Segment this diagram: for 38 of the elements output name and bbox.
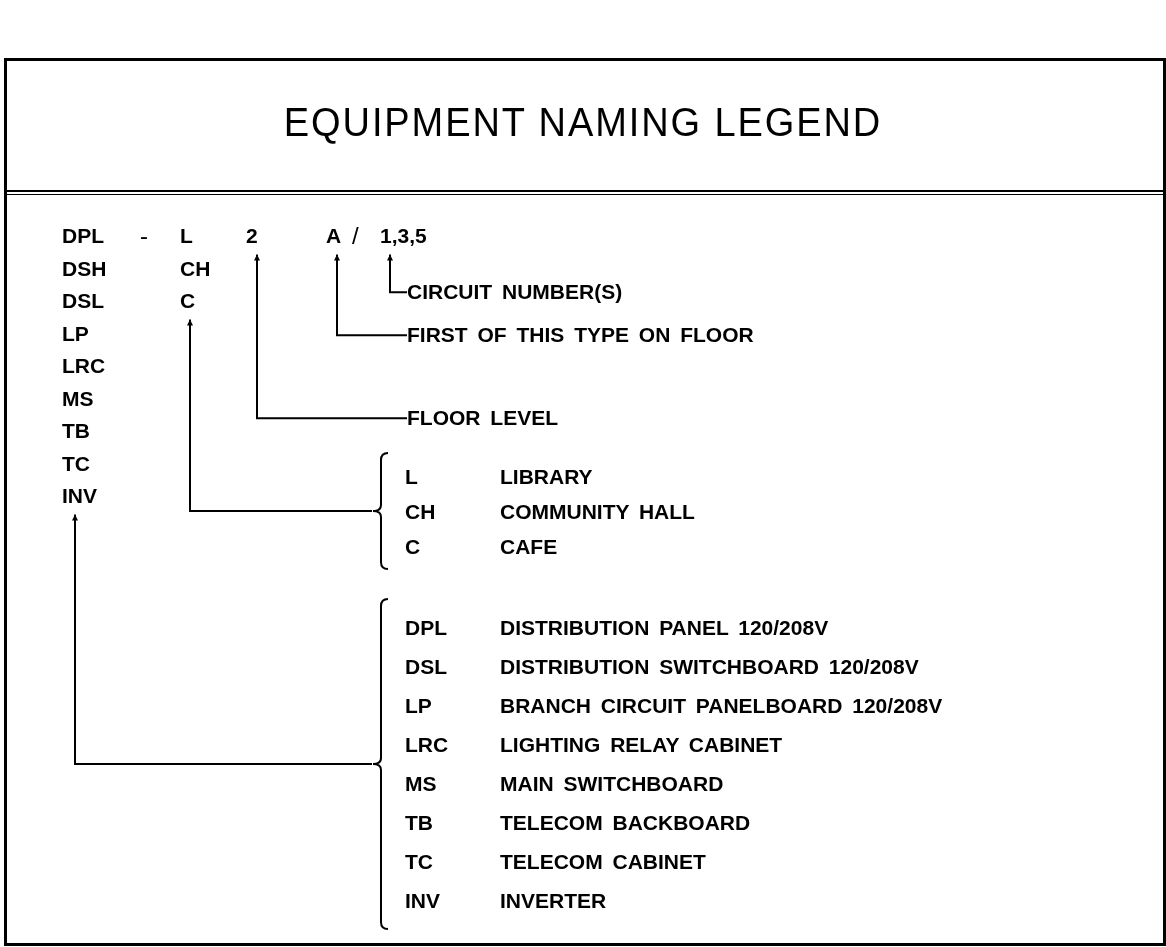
description-text: LIBRARY (500, 463, 593, 490)
code-text: DPL (405, 615, 447, 641)
code-text: CH (405, 498, 436, 525)
code-text: TB (405, 810, 433, 836)
code-text: LRC (405, 732, 449, 758)
description-text: TELECOM CABINET (500, 849, 706, 875)
code-text: INV (405, 888, 440, 914)
description-text: DISTRIBUTION SWITCHBOARD 120/208V (500, 654, 919, 680)
code-text: MS (405, 771, 437, 797)
leader-arrow (254, 253, 408, 420)
title: EQUIPMENT NAMING LEGEND (282, 100, 884, 145)
leader-arrow (187, 318, 373, 512)
leader-arrow (387, 253, 408, 294)
code-text: L (405, 463, 418, 490)
description-text: TELECOM BACKBOARD (500, 810, 751, 836)
code-text: TC (405, 849, 433, 875)
separator-text: / (352, 221, 359, 251)
code-text: C (405, 533, 421, 560)
description-text: MAIN SWITCHBOARD (500, 771, 724, 797)
code-text: DSL (405, 654, 447, 680)
description-text: CIRCUIT NUMBER(S) (407, 276, 623, 309)
description-text: FLOOR LEVEL (407, 402, 558, 435)
leader-arrow (72, 513, 373, 765)
separator-text: - (140, 221, 148, 251)
description-text: FIRST OF THIS TYPE ON FLOOR (407, 319, 754, 352)
description-text: CAFE (500, 533, 558, 560)
description-text: DISTRIBUTION PANEL 120/208V (500, 615, 829, 641)
code-text: 2 (246, 220, 258, 253)
description-text: COMMUNITY HALL (500, 498, 695, 525)
code-text: 1,3,5 (380, 220, 427, 253)
code-list: L CH C (180, 220, 222, 318)
description-text: BRANCH CIRCUIT PANELBOARD 120/208V (500, 693, 943, 719)
code-text: LP (405, 693, 432, 719)
description-text: INVERTER (500, 888, 607, 914)
code-text: A (326, 220, 342, 253)
code-list: DPL DSH DSL LP LRC MS TB TC INV (62, 220, 122, 513)
description-text: LIGHTING RELAY CABINET (500, 732, 783, 758)
leader-arrow (334, 253, 408, 337)
